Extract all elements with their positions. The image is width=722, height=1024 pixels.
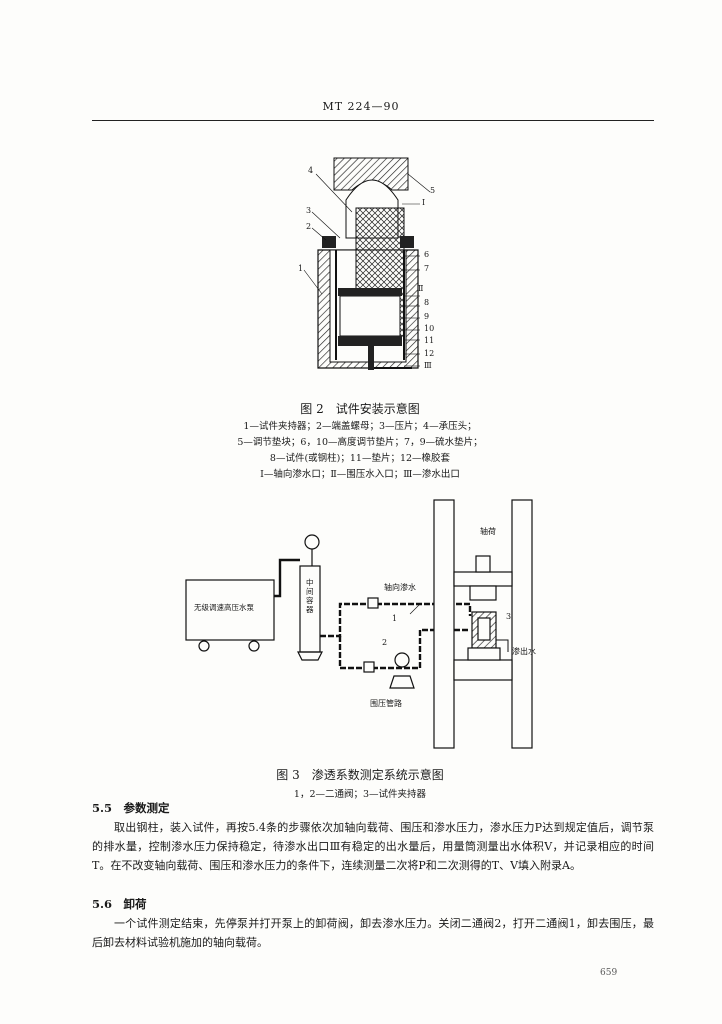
fig2-callout-8: 8	[424, 298, 430, 307]
fig2-callout-5: 5	[430, 186, 436, 195]
fig2-title: 图 2 试件安装示意图	[300, 402, 420, 416]
fig2-callout-12: 12	[424, 349, 435, 358]
fig3-label-axial-load: 轴荷	[480, 527, 496, 536]
fig2-legend-line: 5—调节垫块；6，10—高度调节垫片；7，9—硫水垫片；	[237, 437, 483, 448]
fig3-label-confining-pipe: 围压管路	[370, 699, 402, 708]
fig2-callout-2: 2	[306, 222, 312, 231]
fig2-callout-11: 11	[424, 336, 435, 345]
fig3-label-holder: 3	[506, 612, 512, 621]
page-header: MT 224—90	[322, 100, 400, 113]
fig2-legend-line: 8—试件(或钢柱)；11—垫片；12—橡胶套	[269, 453, 451, 464]
fig2-callout-I: Ⅰ	[422, 198, 426, 207]
fig2-callout-10: 10	[424, 324, 435, 333]
fig2-callout-7: 7	[424, 264, 430, 273]
page-number: 659	[600, 968, 618, 978]
fig2-callout-1: 1	[298, 264, 304, 273]
header-rule	[92, 120, 654, 121]
section-5-5-heading: 5.5 参数测定	[92, 801, 170, 815]
fig3-label-axial-water: 轴向渗水	[384, 583, 416, 592]
fig3-label-pump: 无级调速高压水泵	[194, 603, 254, 612]
fig3-label-valve-1: 1	[392, 614, 398, 623]
fig2-callout-9: 9	[424, 312, 430, 321]
fig3-legend: 1，2—二通阀；3—试件夹持器	[293, 789, 427, 800]
fig2-callout-II: Ⅱ	[418, 284, 424, 293]
fig3-label-container: 中间容器	[306, 578, 314, 614]
fig2-legend-line: Ⅰ—轴向渗水口；Ⅱ—围压水入口；Ⅲ—渗水出口	[260, 469, 460, 480]
section-5-5-text: 取出钢柱，装入试件，再按5.4条的步骤依次加轴向载荷、围压和渗水压力，渗水压力P…	[92, 821, 654, 872]
fig3-title: 图 3 渗透系数测定系统示意图	[276, 768, 444, 782]
section-5-6-heading: 5.6 卸荷	[92, 897, 147, 911]
fig2-legend-line: 1—试件夹持器；2—端盖螺母；3—压片；4—承压头；	[243, 421, 477, 432]
fig2-callout-III: Ⅲ	[424, 361, 432, 370]
fig3-label-outflow: 渗出水	[512, 647, 536, 656]
fig2-callout-4: 4	[308, 166, 314, 175]
fig2-callout-3: 3	[306, 206, 312, 215]
fig3-label-valve-2: 2	[382, 638, 388, 647]
fig2-callout-6: 6	[424, 250, 430, 259]
section-5-6-text: 一个试件测定结束，先停泵并打开泵上的卸荷阀，卸去渗水压力。关闭二通阀2，打开二通…	[92, 917, 654, 949]
